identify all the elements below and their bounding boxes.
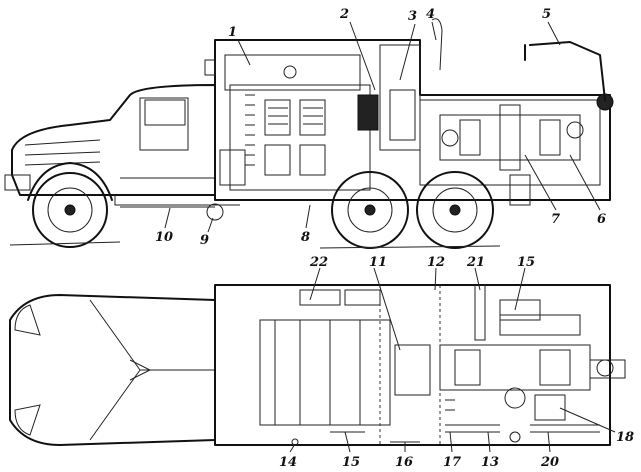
label-20: 20 — [540, 455, 559, 470]
label-9: 9 — [200, 233, 209, 248]
label-10: 10 — [155, 230, 173, 245]
label-12: 12 — [427, 255, 445, 270]
label-2: 2 — [339, 7, 349, 22]
label-22: 22 — [309, 255, 328, 270]
label-8: 8 — [301, 230, 310, 245]
label-13: 13 — [481, 455, 499, 470]
label-16: 16 — [395, 455, 413, 470]
body-plan — [214, 284, 611, 446]
cab-plan — [9, 294, 216, 446]
crane-boom — [524, 41, 606, 101]
equipment-body — [214, 39, 611, 201]
label-1: 1 — [228, 25, 237, 40]
rear-wheel-1 — [331, 171, 409, 249]
label-21: 21 — [466, 255, 485, 270]
label-14: 14 — [279, 455, 297, 470]
label-11: 11 — [369, 255, 387, 270]
label-6: 6 — [597, 212, 606, 227]
label-4: 4 — [426, 7, 435, 22]
label-7: 7 — [551, 212, 560, 227]
label-17: 17 — [443, 455, 461, 470]
label-15-bottom: 15 — [342, 455, 360, 470]
label-15-top: 15 — [517, 255, 535, 270]
side-view: 1 2 3 4 5 6 7 8 9 10 — [4, 7, 614, 249]
truck-cab — [11, 84, 216, 196]
rear-wheel-2 — [416, 171, 494, 249]
plan-view: 22 11 12 21 15 14 15 16 17 13 20 18 — [9, 255, 634, 470]
front-wheel — [32, 172, 108, 248]
label-5: 5 — [542, 7, 551, 22]
label-18: 18 — [616, 430, 634, 445]
label-3: 3 — [408, 9, 417, 24]
